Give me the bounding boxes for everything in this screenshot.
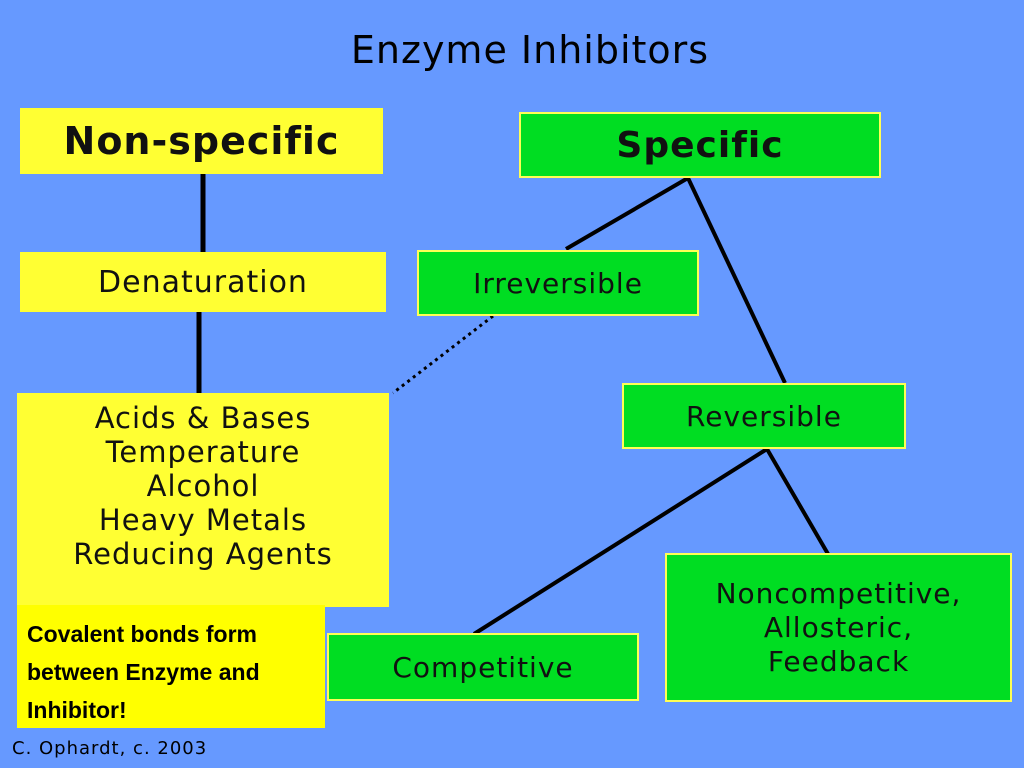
reversible-box: Reversible [622, 383, 906, 449]
cause-item: Alcohol [146, 469, 260, 503]
noncompetitive-line: Feedback [767, 644, 910, 678]
competitive-box: Competitive [327, 633, 639, 701]
causes-box: Acids & Bases Temperature Alcohol Heavy … [17, 393, 389, 607]
line-reversible-competitive [472, 447, 769, 636]
cause-item: Reducing Agents [73, 537, 333, 571]
denaturation-box: Denaturation [20, 252, 386, 312]
cause-item: Heavy Metals [98, 503, 308, 537]
line-specific-reversible [686, 177, 787, 384]
line-irreversible-causes-dotted [392, 314, 494, 395]
covalent-bond-note: Covalent bonds form between Enzyme and I… [17, 605, 325, 728]
cause-item: Temperature [105, 435, 301, 469]
cause-item: Acids & Bases [94, 401, 312, 435]
irreversible-box: Irreversible [417, 250, 699, 316]
non-specific-box: Non-specific [20, 108, 383, 174]
noncompetitive-line: Noncompetitive, [715, 576, 962, 610]
noncompetitive-box: Noncompetitive, Allosteric, Feedback [665, 553, 1012, 702]
page-title: Enzyme Inhibitors [350, 28, 710, 72]
line-reversible-noncompetitive [765, 447, 830, 556]
credit-text: C. Ophardt, c. 2003 [12, 738, 208, 759]
specific-box: Specific [519, 112, 881, 178]
line-specific-irreversible [564, 176, 690, 251]
noncompetitive-line: Allosteric, [763, 610, 914, 644]
